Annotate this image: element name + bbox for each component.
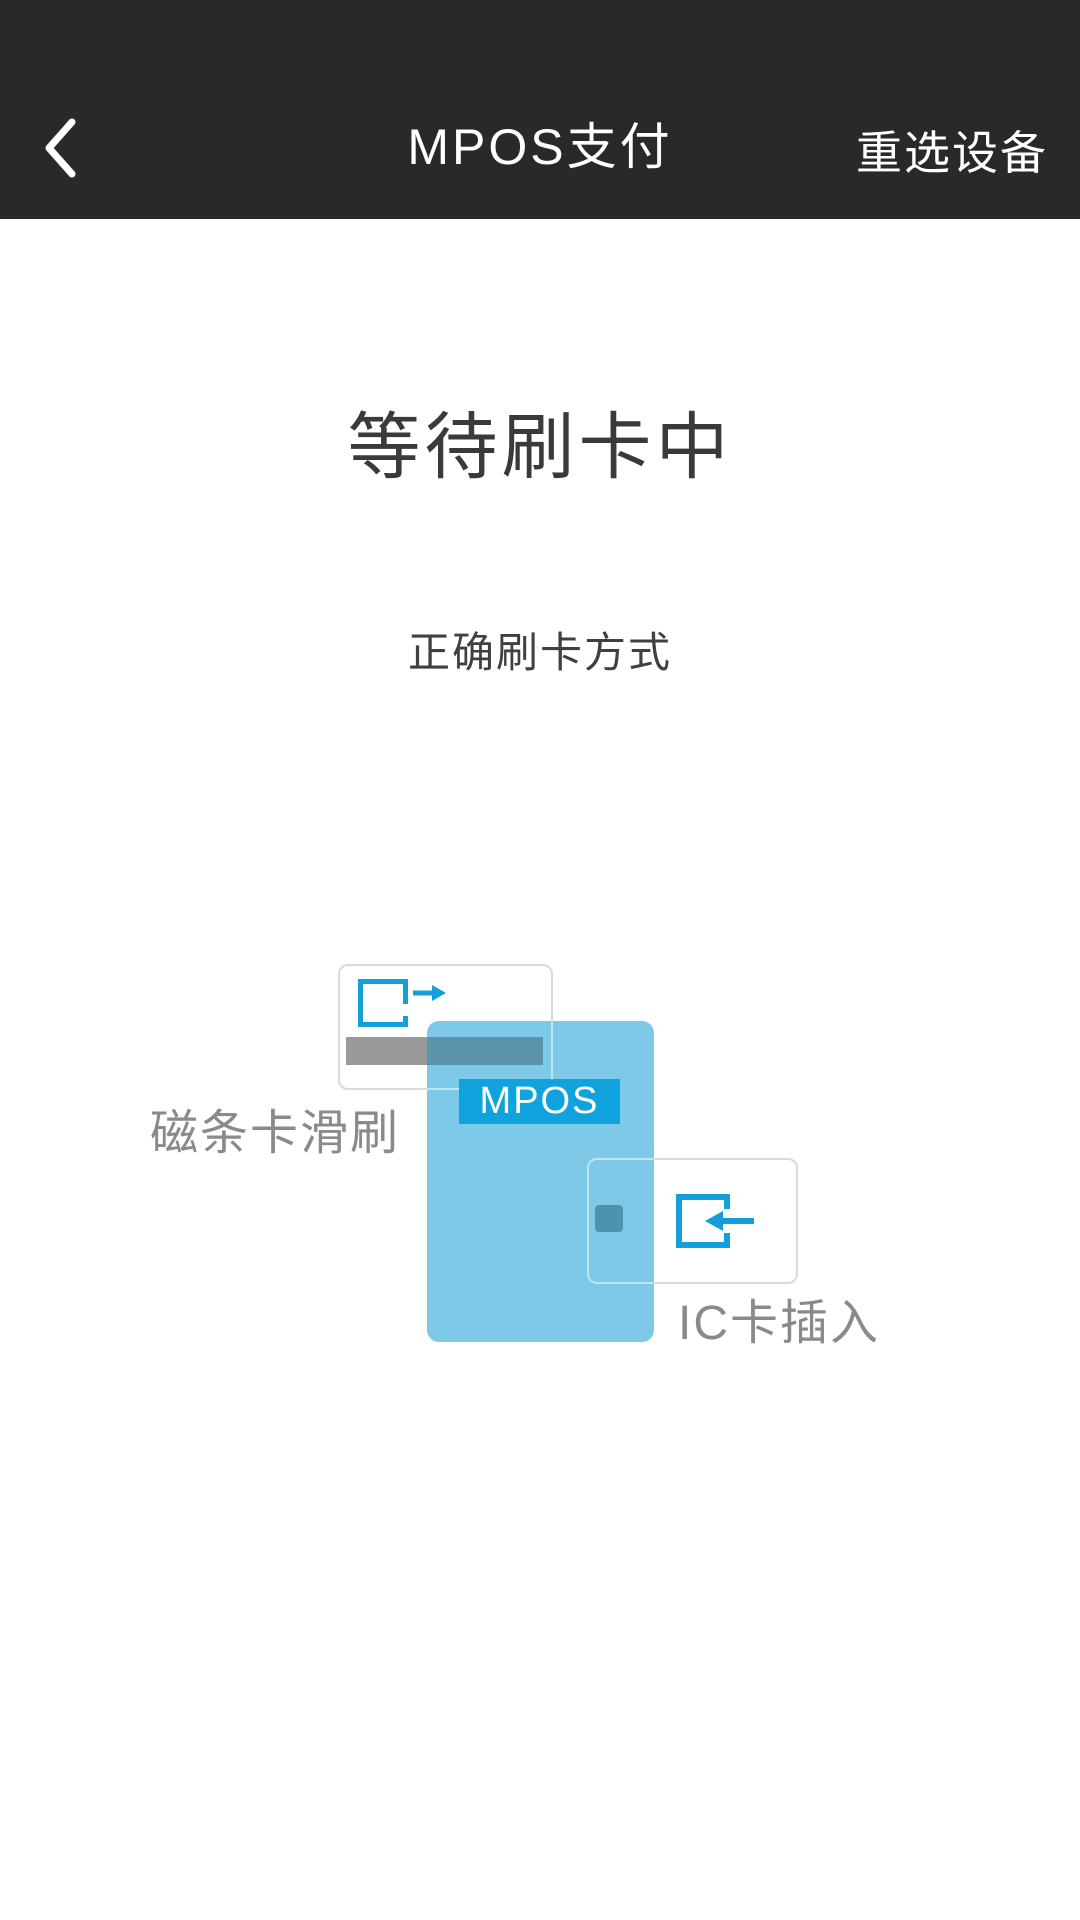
instruction-subtitle: 正确刷卡方式 [407,629,672,676]
ic-insert-caption: IC卡插入 [678,1297,881,1350]
status-title: 等待刷卡中 [347,407,733,488]
magnetic-stripe-overlap [427,1037,543,1065]
reselect-device-button[interactable]: 重选设备 [856,127,1048,179]
chevron-left-icon [42,117,78,182]
page-title: MPOS支付 [407,119,673,175]
card-outline-icon [358,979,408,1027]
mpos-device [427,1021,654,1342]
back-button[interactable] [28,104,108,194]
ic-card-overlap-outline [587,1158,654,1284]
magnetic-swipe-caption: 磁条卡滑刷 [150,1107,401,1160]
mpos-device-label: MPOS [459,1079,620,1124]
swipe-right-arrow-icon [411,980,447,1006]
card-insert-left-arrow-icon [675,1193,759,1249]
card-outline-notch [402,1004,410,1016]
ic-chip [595,1205,623,1232]
header: MPOS支付 重选设备 [0,0,1080,219]
